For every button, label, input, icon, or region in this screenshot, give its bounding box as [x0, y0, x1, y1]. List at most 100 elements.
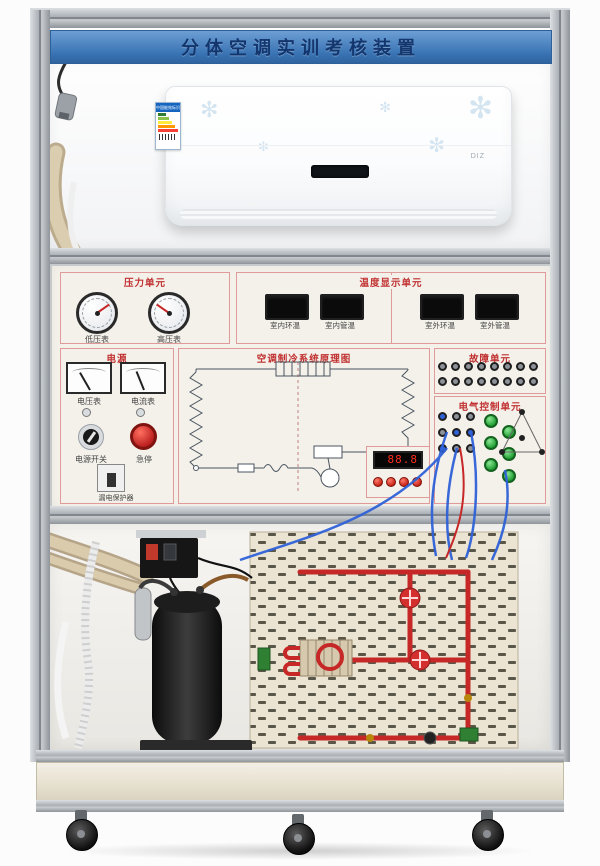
power-unit-box: 电源 — [60, 348, 174, 504]
fault-jack[interactable] — [503, 377, 512, 386]
temperature-display-4-label: 室外管温 — [480, 321, 510, 330]
green-indicator-button[interactable] — [484, 414, 498, 428]
fault-unit-box: 故障单元 — [434, 348, 546, 394]
temperature-display-3 — [420, 294, 464, 320]
control-jack[interactable] — [438, 412, 447, 421]
caster-wheel — [470, 810, 504, 852]
fault-jack[interactable] — [464, 362, 473, 371]
top-left-plumbing — [36, 61, 186, 262]
mounting-plate — [136, 530, 206, 538]
fault-jack[interactable] — [477, 362, 486, 371]
control-jack[interactable] — [452, 412, 461, 421]
compressor-symbol — [320, 468, 340, 488]
floor-shadow — [60, 842, 540, 860]
rotary-switch-label: 电源开关 — [75, 455, 107, 464]
terminal-block — [459, 727, 479, 742]
low-pressure-gauge — [76, 292, 118, 334]
title-banner: 分体空调实训考核装置 — [50, 30, 552, 64]
green-indicator-button[interactable] — [484, 458, 498, 472]
caster-wheel — [281, 814, 315, 856]
green-indicator-button[interactable] — [502, 469, 516, 483]
temperature-display-1 — [265, 294, 309, 320]
high-pressure-gauge — [148, 292, 190, 334]
fault-jack[interactable] — [464, 377, 473, 386]
control-jack[interactable] — [466, 428, 475, 437]
controller-button[interactable] — [412, 477, 422, 487]
energy-label-title: 中国能效标识 — [156, 103, 180, 112]
device-title: 分体空调实训考核装置 — [181, 38, 421, 58]
perforated-panel — [249, 531, 519, 749]
fault-jack[interactable] — [529, 377, 538, 386]
circuit-breaker[interactable] — [97, 464, 125, 492]
ac-air-vent — [180, 209, 497, 219]
drain-tube — [67, 181, 81, 254]
four-way-valve-symbol — [313, 445, 343, 459]
schematic-unit-title: 空调制冷系统原理图 — [256, 354, 352, 365]
pressure-unit-title: 压力单元 — [123, 278, 166, 289]
temperature-display-2 — [320, 294, 364, 320]
power-cable — [57, 61, 68, 95]
ammeter — [120, 362, 166, 394]
fault-jack[interactable] — [477, 377, 486, 386]
fault-jack[interactable] — [451, 377, 460, 386]
fault-jack[interactable] — [529, 362, 538, 371]
breaker-label: 漏电保护器 — [98, 495, 134, 502]
ammeter-label: 电流表 — [131, 397, 155, 406]
controller-button[interactable] — [399, 477, 409, 487]
power-rotary-switch[interactable] — [78, 424, 104, 450]
fault-jack[interactable] — [438, 362, 447, 371]
base-cabinet — [36, 762, 564, 802]
controller-button[interactable] — [386, 477, 396, 487]
compressor — [152, 598, 222, 744]
fault-jack[interactable] — [516, 362, 525, 371]
ac-brand-text: DIZ — [470, 153, 485, 160]
control-jack[interactable] — [466, 444, 475, 453]
red-valve — [409, 649, 431, 671]
control-jack[interactable] — [438, 428, 447, 437]
pressure-unit-box: 压力单元 — [60, 272, 230, 344]
control-jack[interactable] — [466, 412, 475, 421]
flower-decal — [468, 91, 493, 126]
filter-drier-symbol — [237, 463, 255, 473]
base-frame — [36, 800, 564, 812]
ac-display-window — [311, 165, 369, 178]
control-jack[interactable] — [452, 428, 461, 437]
fault-jack[interactable] — [490, 377, 499, 386]
temperature-display-4 — [475, 294, 519, 320]
voltmeter-label: 电压表 — [77, 397, 101, 406]
compressor-base — [140, 740, 252, 752]
power-unit-title: 电源 — [106, 354, 128, 365]
fault-jack[interactable] — [438, 377, 447, 386]
sight-glass — [423, 731, 437, 745]
voltmeter — [66, 362, 112, 394]
rocker-switch — [163, 543, 177, 561]
indicator-lamp-1 — [82, 408, 91, 417]
fault-jack[interactable] — [516, 377, 525, 386]
capillary-loop — [316, 643, 344, 671]
controller-button[interactable] — [373, 477, 383, 487]
control-jack[interactable] — [438, 444, 447, 453]
fault-unit-title: 故障单元 — [468, 354, 511, 365]
emergency-stop-button[interactable] — [130, 423, 157, 450]
fault-jack[interactable] — [490, 362, 499, 371]
outdoor-coil-symbol — [342, 369, 415, 453]
brass-fitting — [464, 694, 472, 702]
red-piping — [297, 569, 471, 741]
fault-jack[interactable] — [503, 362, 512, 371]
temperature-unit-box: 温度显示单元 — [236, 272, 546, 344]
rocker-switch — [146, 544, 158, 560]
controller-display: 88.8 — [373, 451, 423, 469]
ac-seam — [166, 145, 511, 146]
low-pressure-gauge-label: 低压表 — [85, 335, 109, 344]
temperature-display-1-label: 室内环温 — [270, 321, 300, 330]
caster-wheel — [64, 810, 98, 852]
capillary-symbol — [254, 464, 322, 478]
green-indicator-button[interactable] — [484, 436, 498, 450]
copper-pipe — [198, 573, 249, 592]
red-valve — [399, 587, 421, 609]
control-jack[interactable] — [452, 444, 461, 453]
fault-jack[interactable] — [451, 362, 460, 371]
controller-panel: 88.8 — [366, 446, 430, 498]
indicator-lamp-2 — [136, 408, 145, 417]
power-plug — [54, 92, 78, 121]
